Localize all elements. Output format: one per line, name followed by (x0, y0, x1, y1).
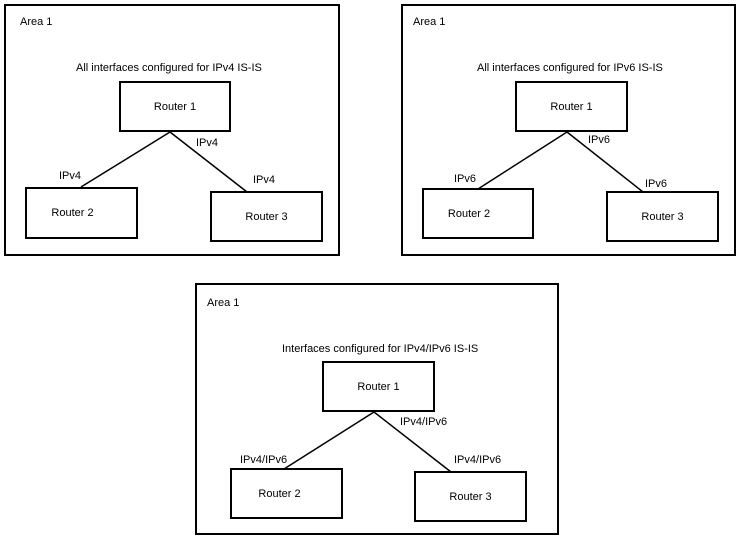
area-panel-dual-stack: Area 1 (195, 283, 559, 535)
link-r1-r2-ipv6 (477, 131, 568, 190)
link-label-right-upper: IPv4/IPv6 (400, 416, 448, 428)
router-1: Router 1 (515, 81, 628, 132)
link-r1-r3-dual (373, 411, 452, 473)
link-r1-r3-ipv6 (566, 131, 644, 193)
router-2: Router 2 (25, 187, 138, 239)
router-3: Router 3 (606, 191, 719, 242)
link-r1-r2-dual (283, 411, 375, 470)
panel-caption: Interfaces configured for IPv4/IPv6 IS-I… (282, 343, 479, 355)
panel-caption: All interfaces configured for IPv6 IS-IS (477, 62, 663, 74)
router-2: Router 2 (230, 468, 343, 519)
router-2: Router 2 (422, 188, 534, 239)
area-panel-ipv4: Area 1 (4, 4, 340, 256)
link-label-left: IPv6 (454, 173, 477, 185)
area-panel-ipv6: Area 1 (401, 4, 736, 256)
link-label-left: IPv4 (59, 170, 82, 182)
link-label-right-upper: IPv6 (588, 134, 611, 146)
link-label-left: IPv4/IPv6 (240, 454, 288, 466)
area-title: Area 1 (20, 16, 53, 28)
router-3: Router 3 (414, 471, 527, 522)
router-3: Router 3 (210, 191, 323, 242)
link-label-right-upper: IPv4 (196, 137, 219, 149)
panel-caption: All interfaces configured for IPv4 IS-IS (76, 62, 262, 74)
link-label-right-lower: IPv4/IPv6 (454, 454, 502, 466)
router-1: Router 1 (322, 361, 435, 412)
area-title: Area 1 (413, 16, 446, 28)
router-1: Router 1 (119, 81, 231, 132)
area-title: Area 1 (207, 297, 240, 309)
link-r1-r3-ipv4 (169, 131, 248, 193)
link-r1-r2-ipv4 (80, 131, 171, 188)
link-label-right-lower: IPv4 (253, 174, 276, 186)
link-label-right-lower: IPv6 (645, 178, 668, 190)
